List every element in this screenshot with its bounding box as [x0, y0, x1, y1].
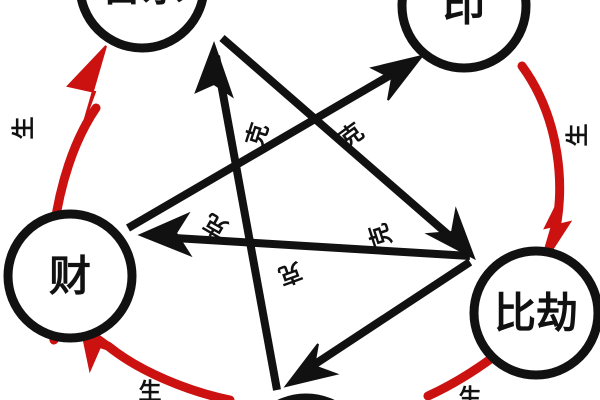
node-cai[interactable]: 财 — [3, 209, 137, 343]
overcome-line — [297, 258, 473, 378]
node-circle — [77, 0, 207, 53]
generate-edge-yin-to-bijie[interactable] — [517, 61, 573, 271]
arrowhead-icon — [66, 45, 107, 123]
generate-label-cai-to-guansha: 生 — [11, 117, 37, 140]
node-label-cai: 财 — [49, 252, 91, 301]
arrowhead-icon — [137, 211, 193, 258]
overcome-line — [125, 62, 409, 232]
generate-edge-bijie-to-shishang[interactable] — [423, 353, 497, 400]
generate-label-yin-to-bijie: 生 — [565, 124, 591, 147]
generate-label-bijie-to-shishang: 生 — [459, 385, 482, 400]
overcome-edge-yin-to-bijie[interactable] — [219, 34, 476, 261]
generate-label-shishang-to-cai: 生 — [139, 379, 162, 400]
overcome-label-bijie-to-shishang: 克 — [275, 257, 306, 290]
arrowhead-icon — [369, 54, 425, 101]
node-label-bijie: 比劫 — [494, 289, 578, 338]
overcome-label-yin-to-bijie: 克 — [364, 220, 397, 250]
arrowhead-icon — [283, 343, 340, 388]
generate-curve — [423, 353, 497, 400]
generate-curve — [517, 61, 565, 245]
node-circle — [397, 0, 531, 73]
overcome-line — [157, 233, 471, 260]
node-bijie[interactable]: 比劫 — [469, 246, 600, 380]
overcome-edge-bijie-to-shishang[interactable] — [283, 258, 473, 388]
overcome-edge-guansha-to-cai[interactable] — [137, 211, 471, 260]
overcome-line — [212, 55, 281, 391]
node-label-guansha: 官杀 — [100, 0, 184, 11]
arrowhead-icon — [194, 41, 234, 99]
node-yin[interactable]: 印 — [397, 0, 531, 73]
generate-curve — [103, 341, 235, 400]
node-circle — [469, 246, 600, 380]
nodes-group: 官杀 印 比劫 食伤 财 — [3, 0, 600, 400]
overcome-line — [219, 34, 463, 249]
overcome-edges-group: 克 克 克 克 克 — [125, 34, 476, 391]
overcome-edge-cai-to-yin[interactable] — [125, 54, 425, 232]
node-guansha[interactable]: 官杀 — [77, 0, 207, 53]
arrowhead-icon — [424, 206, 476, 261]
node-label-yin: 印 — [443, 0, 485, 31]
overcome-edge-shishang-to-guansha[interactable] — [194, 41, 281, 391]
node-circle — [3, 209, 137, 343]
